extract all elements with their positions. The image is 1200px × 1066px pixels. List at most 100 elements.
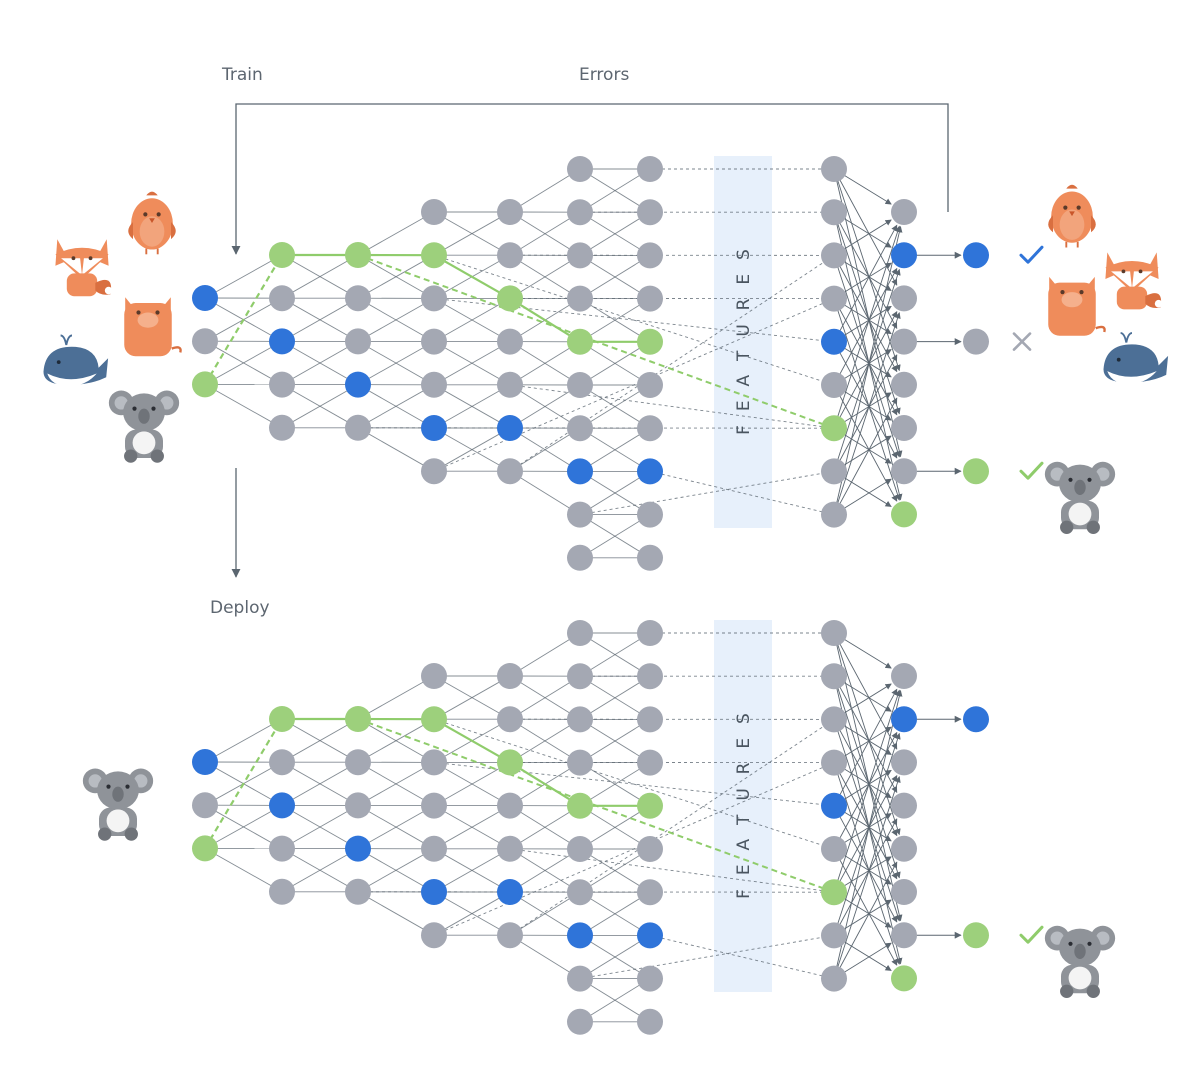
node-gray	[637, 501, 663, 528]
errors-label: Errors	[579, 65, 629, 85]
connection-edge	[281, 341, 359, 385]
deploy-panel: F E A T U R E S	[82, 620, 1116, 1035]
connection-edge	[509, 255, 581, 299]
node-gray	[891, 371, 917, 398]
node-blue	[421, 415, 447, 441]
connection-edge	[357, 718, 435, 763]
output-edge	[833, 775, 898, 893]
connection-group	[204, 168, 903, 559]
cat-icon	[124, 297, 182, 357]
connection-edge	[579, 341, 651, 386]
connection-edge	[204, 718, 283, 763]
feature-link	[433, 762, 835, 936]
connection-edge	[281, 848, 359, 893]
feature-link	[649, 934, 835, 980]
train-label: Train	[221, 65, 263, 85]
node-gray	[497, 706, 523, 733]
connection-edge	[509, 168, 581, 213]
connection-edge	[509, 632, 581, 677]
node-gray	[497, 371, 523, 398]
node-gray	[421, 749, 447, 776]
output-edge	[833, 312, 901, 515]
node-blue	[821, 328, 847, 355]
feature-link	[509, 719, 835, 936]
node-blue	[637, 922, 663, 949]
node-gray	[821, 620, 847, 646]
train-panel: F E A T U R E S	[43, 156, 1169, 571]
output-edge	[833, 762, 898, 880]
node-gray	[421, 328, 447, 355]
output-edge	[833, 818, 898, 936]
connection-edge	[281, 718, 359, 763]
node-blue	[497, 879, 523, 905]
node-gray	[192, 328, 218, 355]
node-gray	[497, 328, 523, 355]
highlight-path	[509, 761, 581, 807]
node-green	[421, 706, 447, 733]
connection-edge	[579, 848, 651, 893]
node-gray	[497, 792, 523, 819]
node-green	[637, 328, 663, 355]
node-gray	[821, 706, 847, 733]
koala-icon	[1044, 925, 1116, 998]
node-gray	[567, 199, 593, 226]
output-edge	[833, 311, 898, 429]
feature-link	[649, 470, 835, 516]
output-edge	[833, 675, 898, 793]
node-gray	[637, 620, 663, 646]
node-gray	[269, 285, 295, 312]
connection-edge	[579, 514, 651, 559]
node-gray	[567, 749, 593, 776]
connection-edge	[509, 211, 581, 256]
connection-edge	[433, 762, 511, 806]
output-edge	[833, 719, 901, 922]
highlight-path	[433, 254, 511, 300]
node-gray	[567, 836, 593, 862]
connection-edge	[281, 384, 359, 429]
node-gray	[637, 285, 663, 312]
output-edge	[833, 861, 898, 979]
node-green	[345, 242, 371, 268]
connection-edge	[433, 805, 511, 850]
connection-edge	[433, 211, 511, 256]
node-gray	[891, 922, 917, 949]
connection-edge	[579, 891, 651, 936]
connection-edge	[204, 254, 283, 299]
feature-link	[579, 934, 835, 980]
node-gray	[821, 501, 847, 528]
node-gray	[637, 242, 663, 269]
connection-edge	[357, 891, 435, 936]
connection-edge	[357, 427, 435, 472]
node-green	[567, 792, 593, 819]
node-gray	[891, 285, 917, 312]
connection-edge	[357, 211, 435, 256]
node-gray	[497, 458, 523, 485]
connection-edge	[579, 805, 651, 850]
connection-edge	[579, 384, 651, 429]
bird-icon	[128, 191, 176, 255]
connection-edge	[357, 341, 435, 385]
connection-edge	[281, 761, 359, 806]
node-blue	[567, 922, 593, 949]
node-gray	[637, 199, 663, 226]
bird-icon	[1048, 184, 1096, 248]
node-gray	[567, 242, 593, 269]
node-gray	[821, 922, 847, 949]
node-gray	[567, 663, 593, 690]
node-gray	[891, 792, 917, 819]
output-edge	[833, 354, 898, 472]
node-gray	[637, 415, 663, 442]
output-edge	[833, 211, 898, 329]
deploy-label: Deploy	[210, 598, 270, 618]
node-blue	[269, 792, 295, 819]
node-gray	[269, 414, 295, 441]
connection-edge	[509, 470, 581, 515]
node-gray	[821, 199, 847, 226]
output-node-green	[963, 922, 989, 949]
node-green	[821, 879, 847, 906]
node-gray	[421, 371, 447, 398]
node-green	[269, 706, 295, 732]
node-gray	[497, 242, 523, 269]
connection-edge	[579, 471, 651, 515]
node-green	[567, 328, 593, 355]
